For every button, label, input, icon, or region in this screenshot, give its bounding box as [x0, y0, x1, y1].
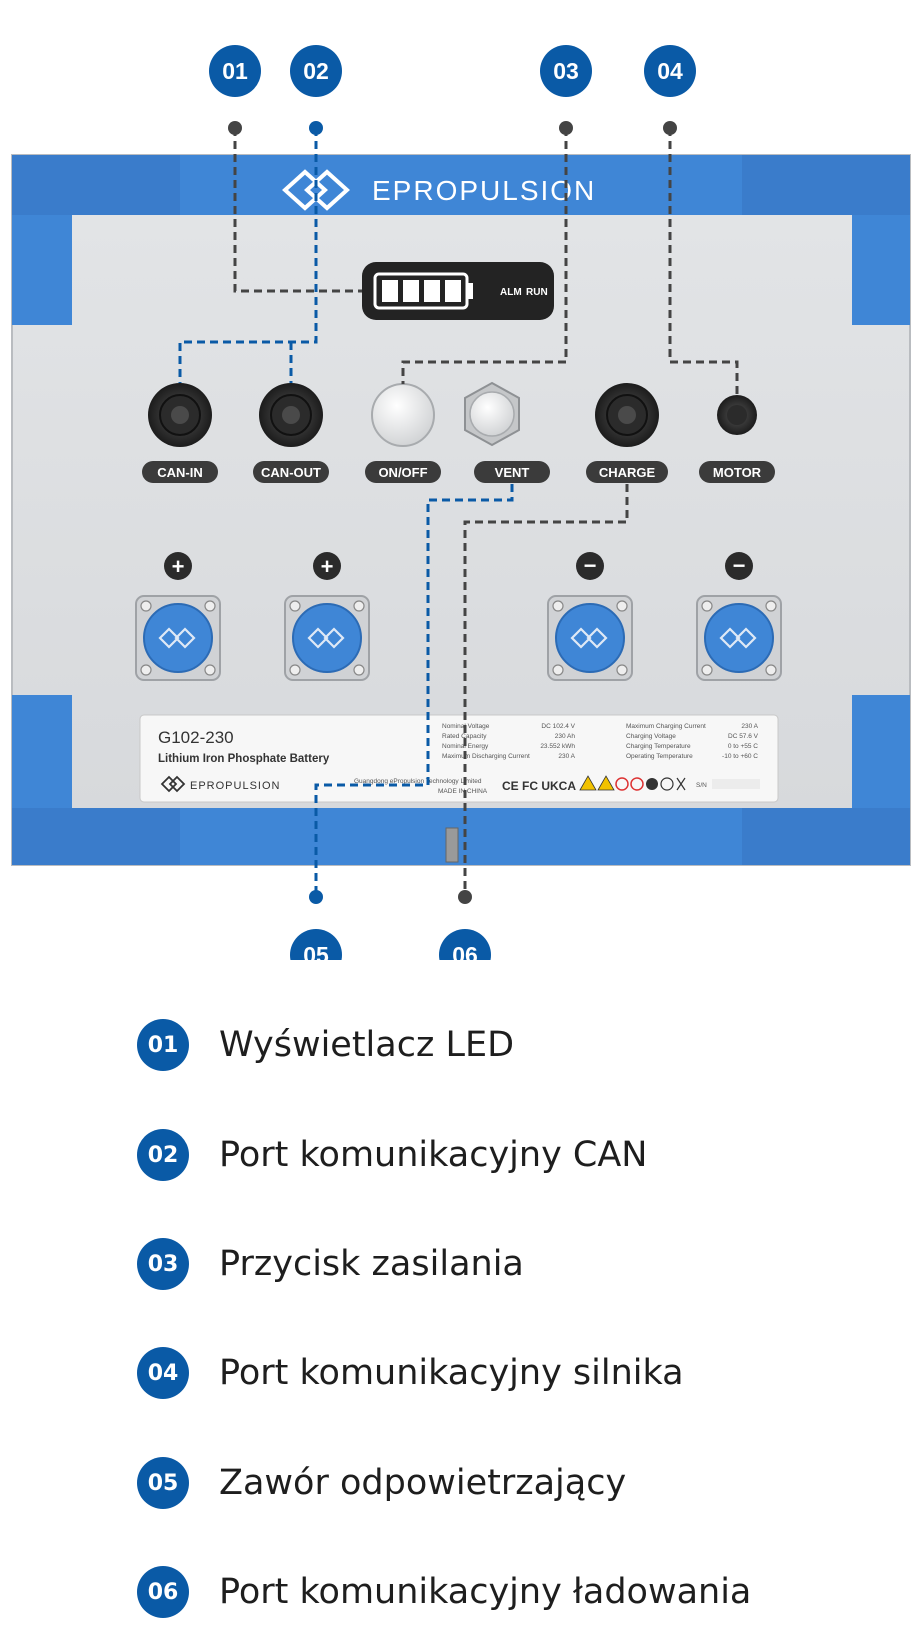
spec-value: 230 A	[558, 753, 575, 760]
power-terminal	[547, 595, 633, 681]
power-terminal	[696, 595, 782, 681]
brand-name: EPROPULSION	[372, 175, 596, 206]
callout-06: 06	[452, 942, 478, 960]
legend-text: Wyświetlacz LED	[219, 1025, 515, 1065]
legend-item: 01 Wyświetlacz LED	[137, 1017, 514, 1073]
legend-text: Zawór odpowietrzający	[219, 1463, 627, 1503]
charge-port: CHARGE	[586, 383, 668, 483]
product-label: G102-230 Lithium Iron Phosphate Battery …	[139, 714, 779, 803]
leader-05	[314, 484, 514, 897]
positive-sign-2: +	[321, 554, 334, 579]
leader-02	[178, 128, 318, 383]
can-in-port: CAN-IN	[142, 383, 218, 483]
can-in-label: CAN-IN	[157, 465, 203, 480]
legend-number: 03	[137, 1238, 189, 1290]
legend-item: 03 Przycisk zasilania	[137, 1236, 524, 1292]
callout-05: 05	[303, 942, 329, 960]
callout-03: 03	[553, 58, 579, 84]
vent-label: VENT	[495, 465, 530, 480]
negative-sign-2: −	[733, 553, 746, 578]
legend-number: 06	[137, 1566, 189, 1618]
legend-item: 06 Port komunikacyjny ładowania	[137, 1564, 751, 1620]
power-terminal	[135, 595, 221, 681]
label-product: Lithium Iron Phosphate Battery	[158, 753, 330, 765]
power-terminals	[135, 595, 782, 681]
led-alm-label: ALM	[500, 287, 522, 298]
brand-logo: EPROPULSION	[282, 169, 596, 211]
leader-06	[463, 484, 629, 897]
label-sn: S/N	[696, 782, 707, 789]
label-brand: EPROPULSION	[190, 780, 280, 792]
legend-number: 04	[137, 1347, 189, 1399]
legend-item: 05 Zawór odpowietrzający	[137, 1455, 626, 1511]
on-off-label: ON/OFF	[378, 465, 427, 480]
leader-03	[401, 128, 568, 384]
spec-key: Operating Temperature	[626, 753, 693, 760]
spec-key: Charging Voltage	[626, 733, 676, 740]
label-manufacturer: Guangdong ePropulsion Technology Limited	[354, 778, 482, 785]
legend-number: 05	[137, 1457, 189, 1509]
legend-text: Port komunikacyjny ładowania	[219, 1572, 752, 1612]
legend-text: Port komunikacyjny CAN	[219, 1135, 648, 1175]
can-out-label: CAN-OUT	[261, 465, 321, 480]
can-out-port: CAN-OUT	[253, 383, 329, 483]
spec-value: 23.552 kWh	[540, 743, 575, 750]
spec-key: Rated Capacity	[442, 733, 487, 740]
legend-text: Przycisk zasilania	[219, 1244, 524, 1284]
spec-key: Maximum Charging Current	[626, 723, 706, 730]
motor-label: MOTOR	[713, 465, 762, 480]
leader-lines	[178, 128, 739, 897]
spec-value: -10 to +60 C	[722, 753, 758, 760]
motor-port: MOTOR	[699, 395, 775, 483]
spec-value: 230 A	[741, 723, 758, 730]
leader-04	[668, 128, 739, 395]
positive-sign-1: +	[172, 554, 185, 579]
callout-04: 04	[657, 58, 683, 84]
spec-key: Charging Temperature	[626, 743, 691, 750]
legend-item: 02 Port komunikacyjny CAN	[137, 1127, 648, 1183]
label-made-in: MADE IN CHINA	[438, 788, 488, 795]
leader-dots	[228, 121, 677, 904]
charge-label: CHARGE	[599, 465, 656, 480]
legend-number: 02	[137, 1129, 189, 1181]
label-model: G102-230	[158, 728, 234, 747]
spec-value: 0 to +55 C	[728, 743, 758, 750]
battery-diagram: EPROPULSION ALM RUN CAN-IN CAN-OUT ON/OF…	[11, 45, 911, 960]
spec-key: Maximum Discharging Current	[442, 753, 530, 760]
terminal-signs: + + − −	[164, 552, 753, 580]
negative-sign-1: −	[584, 553, 597, 578]
led-display: ALM RUN	[362, 262, 554, 320]
vent-valve: VENT	[464, 381, 550, 483]
spec-value: 230 Ah	[555, 733, 576, 740]
callout-badges: 01 02 03 04 05 06	[209, 45, 696, 960]
spec-key: Nominal Energy	[442, 743, 489, 750]
led-run-label: RUN	[526, 287, 548, 298]
spec-value: DC 57.6 V	[728, 733, 759, 740]
callout-01: 01	[222, 58, 248, 84]
spec-value: DC 102.4 V	[541, 723, 575, 730]
legend-number: 01	[137, 1019, 189, 1071]
callout-02: 02	[303, 58, 329, 84]
specs-right: Maximum Charging Current 230 A Charging Vo…	[626, 723, 759, 760]
power-terminal	[284, 595, 370, 681]
legend-text: Port komunikacyjny silnika	[219, 1353, 684, 1393]
legend-item: 04 Port komunikacyjny silnika	[137, 1345, 684, 1401]
label-certs: CE FC UKCA	[502, 779, 576, 793]
warning-icons	[579, 775, 686, 791]
leader-01	[233, 128, 362, 293]
